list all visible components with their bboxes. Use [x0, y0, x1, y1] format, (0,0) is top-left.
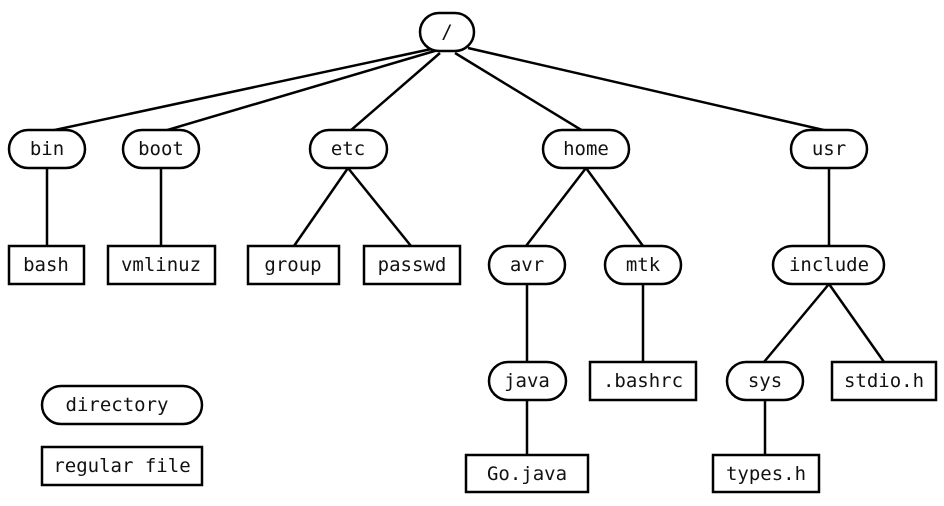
file-group: group [246, 244, 341, 286]
legend-directory-label: directory [66, 394, 169, 416]
dir-sys: sys [725, 360, 805, 402]
edge-root-home [454, 51, 584, 133]
file-stdio-h: stdio.h [830, 360, 938, 402]
file-passwd-label: passwd [378, 254, 447, 276]
legend-regular-file-label: regular file [53, 455, 190, 477]
edge-home-mtk [584, 167, 645, 247]
dir-include-label: include [789, 254, 869, 276]
dir-usr-label: usr [812, 138, 846, 160]
dir-bin: bin [7, 128, 87, 170]
edge-include-stdio [827, 283, 886, 363]
dir-home: home [541, 128, 631, 170]
tree-edges [45, 46, 886, 455]
edge-etc-passwd [347, 167, 412, 247]
dir-root: / [418, 11, 476, 53]
dir-boot: boot [121, 128, 201, 170]
file-vmlinuz: vmlinuz [106, 244, 217, 286]
file-types-h: types.h [711, 453, 821, 494]
edge-root-boot [163, 48, 439, 133]
file-group-label: group [264, 254, 321, 276]
dir-mtk: mtk [603, 244, 683, 286]
dir-home-label: home [563, 138, 609, 160]
dir-etc: etc [308, 128, 389, 170]
edge-home-avr [525, 167, 587, 247]
file-bash-label: bash [23, 254, 69, 276]
edge-root-etc [349, 52, 441, 132]
dir-usr: usr [789, 128, 869, 170]
file-stdio-h-label: stdio.h [844, 370, 924, 392]
edge-include-sys [763, 283, 830, 363]
file-bashrc-label: .bashrc [603, 370, 683, 392]
file-bashrc: .bashrc [588, 360, 698, 402]
file-vmlinuz-label: vmlinuz [121, 254, 201, 276]
dir-boot-label: boot [138, 138, 184, 160]
dir-root-label: / [441, 21, 452, 43]
dir-etc-label: etc [331, 138, 365, 160]
file-types-h-label: types.h [726, 463, 806, 485]
dir-avr-label: avr [510, 254, 544, 276]
dir-java-label: java [504, 370, 550, 392]
edge-root-bin [49, 46, 437, 133]
legend-regular-file: regular file [40, 445, 204, 487]
legend-directory: directory [40, 384, 204, 426]
file-go-java-label: Go.java [487, 463, 567, 485]
edge-root-usr [467, 46, 829, 133]
file-bash: bash [7, 244, 86, 286]
dir-java: java [487, 360, 568, 402]
dir-bin-label: bin [30, 138, 64, 160]
file-go-java: Go.java [464, 453, 590, 494]
dir-mtk-label: mtk [626, 254, 661, 276]
legend: directory regular file [40, 384, 204, 487]
file-passwd: passwd [362, 244, 462, 286]
edge-etc-group [292, 167, 350, 247]
dir-include: include [771, 244, 886, 286]
dir-sys-label: sys [748, 370, 782, 392]
dir-avr: avr [487, 244, 567, 286]
